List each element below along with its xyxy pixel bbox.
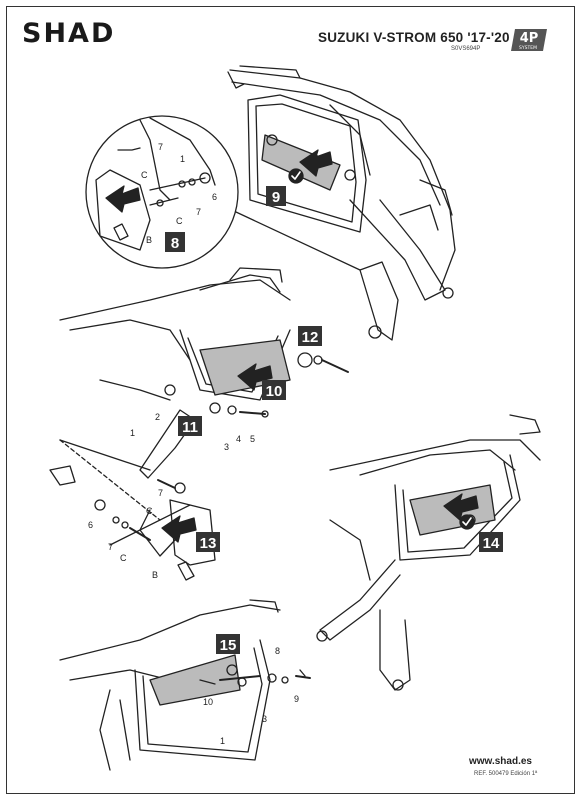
reference-number: REF. 500479 Edición 1ª [474, 771, 538, 777]
callout: C [141, 170, 148, 180]
brand-logo: SHAD [22, 18, 116, 49]
callout: 1 [220, 736, 225, 746]
step-15-label: 15 [220, 637, 237, 654]
step-8-label: 8 [171, 235, 179, 252]
callout: 10 [203, 697, 213, 707]
detail-bottom-left [94, 479, 216, 581]
callout: 4 [236, 434, 241, 444]
step-14-label: 14 [483, 535, 500, 552]
callout: 9 [294, 694, 299, 704]
detail-circle-top [85, 115, 361, 271]
step-9: 9 [266, 186, 286, 206]
callout: 1 [130, 428, 135, 438]
product-code: S0VS694P [451, 46, 481, 52]
system-badge: 4P SYSTEM [509, 27, 549, 53]
callout: C [176, 216, 183, 226]
step-8: 8 [165, 232, 185, 252]
callout: C [146, 506, 153, 516]
callout: 7 [196, 207, 201, 217]
step-15: 15 [216, 634, 240, 654]
callouts-detail-bottom: 6 7 7 C C B [88, 488, 163, 580]
callouts-middle: 2 1 3 4 5 [130, 412, 255, 452]
callout: 7 [158, 142, 163, 152]
callouts-bottom: 8 10 3 9 1 [203, 646, 299, 746]
model-title: SUZUKI V-STROM 650 '17-'20 [318, 30, 510, 45]
step-13: 13 [196, 532, 220, 552]
step-9-label: 9 [272, 189, 280, 206]
step-11: 11 [178, 416, 202, 436]
step-labels: 8 9 10 11 12 13 14 15 [165, 186, 503, 654]
callout: 6 [88, 520, 93, 530]
callout: B [152, 570, 158, 580]
manual-page [6, 6, 575, 794]
callout: 1 [180, 154, 185, 164]
website-url: www.shad.es [469, 756, 532, 767]
step9-illustration [227, 65, 456, 341]
callout: 5 [250, 434, 255, 444]
badge-bottom: SYSTEM [519, 45, 537, 51]
callout: 3 [262, 714, 267, 724]
callout: B [146, 235, 152, 245]
callout: 8 [275, 646, 280, 656]
step14-illustration [316, 414, 541, 691]
callout: 6 [212, 192, 217, 202]
step-12: 12 [298, 326, 322, 346]
callout: 3 [224, 442, 229, 452]
step-10: 10 [262, 380, 286, 400]
step15-illustration [59, 599, 311, 771]
middle-illustration [49, 267, 349, 521]
callout: 7 [158, 488, 163, 498]
step-11-label: 11 [182, 419, 198, 436]
callout: 7 [108, 542, 113, 552]
step-14: 14 [479, 532, 503, 552]
callout: C [120, 553, 127, 563]
step-12-label: 12 [302, 329, 319, 346]
step-13-label: 13 [200, 535, 217, 552]
callouts-detail-top: 1 7 C 7 C 6 B [141, 142, 217, 245]
step-10-label: 10 [266, 383, 283, 400]
callout: 2 [155, 412, 160, 422]
badge-top: 4P [520, 31, 539, 46]
